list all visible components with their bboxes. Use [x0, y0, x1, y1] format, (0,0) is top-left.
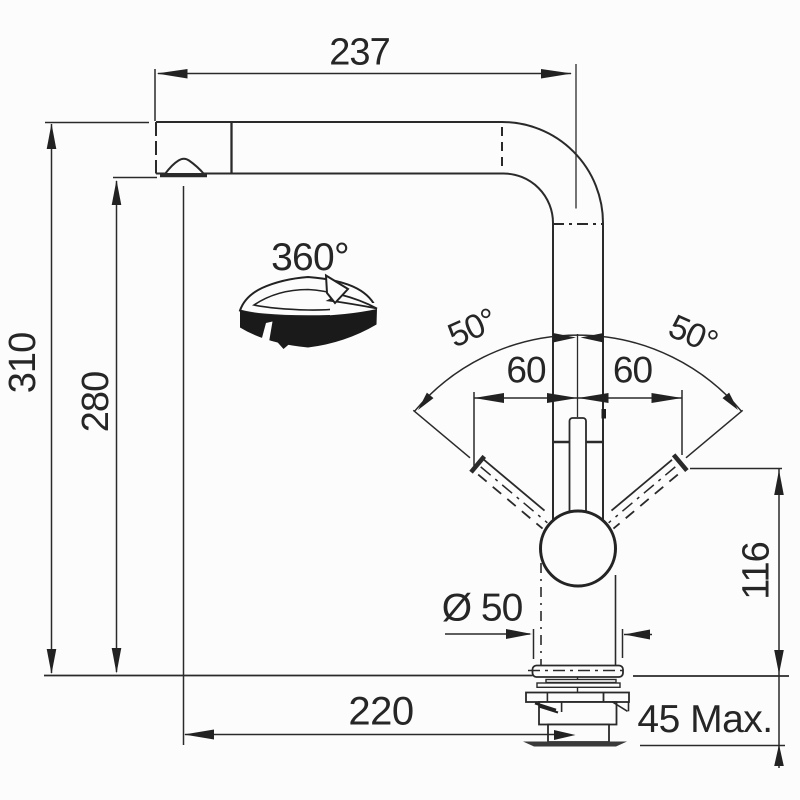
svg-text:45 Max.: 45 Max. — [637, 698, 772, 741]
svg-text:116: 116 — [736, 542, 778, 600]
svg-text:60: 60 — [613, 350, 653, 391]
svg-text:Ø 50: Ø 50 — [442, 586, 523, 629]
svg-text:237: 237 — [329, 32, 389, 74]
svg-text:220: 220 — [348, 690, 413, 734]
svg-text:280: 280 — [75, 372, 117, 432]
svg-text:310: 310 — [2, 333, 44, 393]
svg-text:60: 60 — [506, 350, 546, 391]
svg-text:50°: 50° — [442, 301, 502, 355]
svg-text:360°: 360° — [271, 236, 349, 279]
svg-text:50°: 50° — [663, 307, 723, 361]
